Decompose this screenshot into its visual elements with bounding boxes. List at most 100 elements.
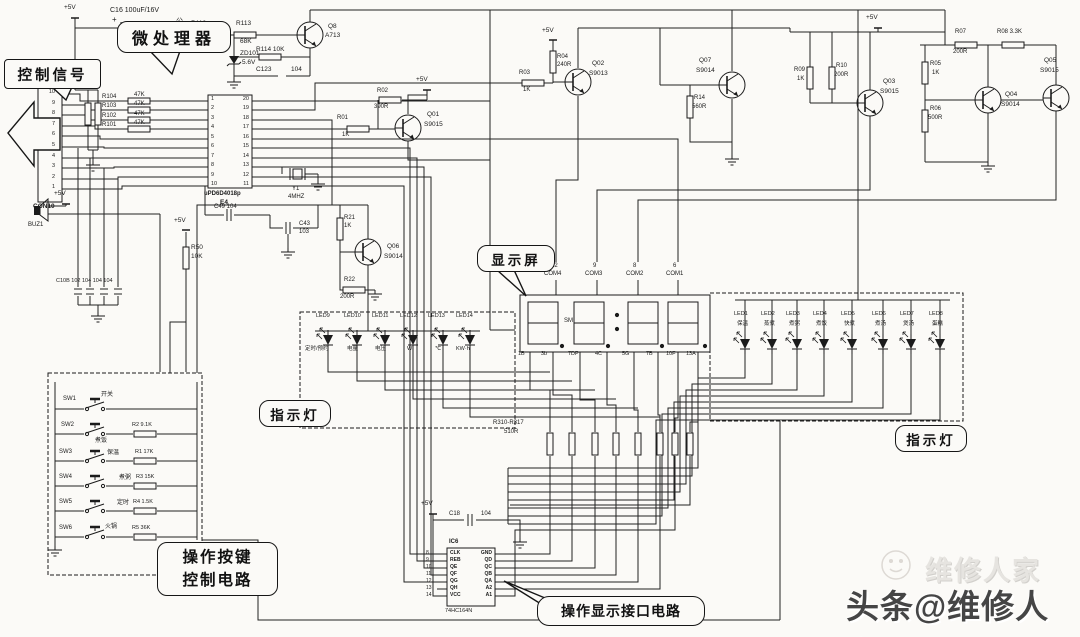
zd101-val: 5.6V xyxy=(242,59,256,66)
key-circuit-line2: 控制电路 xyxy=(182,572,253,589)
dashed-group-boxes xyxy=(47,292,964,576)
led-label-LED13: ℃ xyxy=(435,346,442,352)
display-body xyxy=(519,294,711,353)
con10-pin-1: 1 xyxy=(51,184,55,190)
switch-name-SW3: SW3 xyxy=(59,449,73,455)
ic6-pin-l-QF: QF xyxy=(450,571,457,577)
con10-pin-5: 5 xyxy=(51,142,55,148)
q07-val: S9014 xyxy=(696,67,715,74)
mcu-pin-l-9: 9 xyxy=(211,172,215,178)
ic6-pin-r-QC: QC xyxy=(484,564,493,570)
r01-val: 1K xyxy=(342,132,350,138)
q06-val: S9014 xyxy=(384,253,403,260)
key-circuit-callout: 操作按键 控制电路 xyxy=(157,542,278,596)
display-com-label-COM2: COM2 xyxy=(626,271,644,277)
r05-val: 1K xyxy=(932,70,940,76)
led-name-LED9: LED9 xyxy=(316,313,330,319)
display-tail xyxy=(495,269,527,297)
r14-val: 560R xyxy=(692,104,707,110)
display-com-label-COM1: COM1 xyxy=(666,271,684,277)
r101-val: 47K xyxy=(134,120,145,126)
con10-pin-8: 8 xyxy=(51,110,55,116)
con10-pin-10: 10 xyxy=(48,89,55,95)
mcu-pin-r-20: 20 xyxy=(242,96,249,102)
q03-name: Q03 xyxy=(883,78,896,85)
pwr-label-1: +5V xyxy=(64,4,76,11)
watermark-smiley-icon xyxy=(881,550,911,580)
indicator-left-label: 指示灯 xyxy=(270,407,320,423)
ic6-pin-r-A1: A1 xyxy=(485,592,492,598)
mcu-pin-l-1: 1 xyxy=(211,96,215,102)
ic6-pin-r-GND: GND xyxy=(480,550,492,556)
r09-val: 1K xyxy=(797,76,805,82)
microprocessor-callout: 微处理器 xyxy=(117,21,231,53)
q04-val: S9014 xyxy=(1001,101,1020,108)
r101-name: R101 xyxy=(102,122,117,128)
shift-register-body xyxy=(446,547,496,607)
mcu-body xyxy=(207,94,253,189)
switch-name-SW4: SW4 xyxy=(59,474,73,480)
interface-circuit-label: 操作显示接口电路 xyxy=(561,603,681,619)
c16-plus: + xyxy=(112,15,117,24)
r01-name: R01 xyxy=(337,115,349,121)
mcu-pin-l-6: 6 xyxy=(211,143,215,149)
display-com-pin-COM1: 6 xyxy=(673,263,677,269)
con10-pin-2: 2 xyxy=(51,174,55,180)
c18-val: 104 xyxy=(481,511,492,517)
q06-name: Q06 xyxy=(387,243,400,250)
r02-val: 390R xyxy=(374,104,389,110)
transistors xyxy=(296,21,1070,266)
ic6-pin-l-QE: QE xyxy=(450,564,458,570)
led-name-LED6: LED6 xyxy=(872,311,886,317)
mcu-pin-l-2: 2 xyxy=(211,105,215,111)
q05-val: S9015 xyxy=(1040,67,1059,74)
c18-name: C18 xyxy=(449,511,461,517)
c16-label: C16 100uF/16V xyxy=(110,7,160,14)
r50-val: 10K xyxy=(191,253,203,260)
r05-name: R05 xyxy=(930,61,942,67)
mcu-pin-r-17: 17 xyxy=(242,124,249,130)
r08-label: R08 3.3K xyxy=(997,29,1023,35)
q07-name: Q07 xyxy=(699,57,712,64)
r113-val: 68K xyxy=(240,38,252,45)
q8-name: Q8 xyxy=(328,23,337,30)
r10-val: 200R xyxy=(834,72,849,78)
indicator-left-callout: 指示灯 xyxy=(259,400,331,427)
watermark-ghost: 维修人家 xyxy=(925,556,1041,586)
mcu-pin-l-5: 5 xyxy=(211,134,215,140)
led-name-LED1: LED1 xyxy=(734,311,748,317)
led-name-LED4: LED4 xyxy=(813,311,827,317)
display-seg-pin-1: 3b xyxy=(541,351,548,357)
switch-label-SW2: 煮饭 xyxy=(95,438,108,444)
switch-label-SW4: 煮粥 xyxy=(119,475,132,481)
switch-label-SW3: 保温 xyxy=(107,450,120,456)
grounds xyxy=(47,57,996,557)
c49-label: C49 104 xyxy=(214,204,237,210)
r104-val: 47K xyxy=(134,92,145,98)
display-inner-text: SM xyxy=(564,318,573,324)
r03-val: 1K xyxy=(523,87,531,93)
mcu-pin-r-12: 12 xyxy=(242,172,249,178)
mcu-ref: E4 xyxy=(220,199,228,206)
buz1-label: BUZ1 xyxy=(28,222,44,228)
display-seg-pin-3: 4C xyxy=(595,351,603,357)
r104-name: R104 xyxy=(102,94,117,100)
ic6-ref: IC6 xyxy=(449,539,459,545)
r50-name: R50 xyxy=(191,244,203,251)
ic6-pin-r-QB: QB xyxy=(484,571,493,577)
display-com-label-COM4: COM4 xyxy=(544,271,562,277)
led-label-LED3: 煮粥 xyxy=(789,321,801,327)
q01-val: S9015 xyxy=(424,121,443,128)
control-signal-arrow xyxy=(7,100,61,169)
microprocessor-label: 微处理器 xyxy=(131,31,216,48)
q01-name: Q01 xyxy=(427,111,440,118)
ic6-pin-num-12: 12 xyxy=(426,578,432,584)
resistors xyxy=(84,31,1025,541)
mcu-pin-r-11: 11 xyxy=(243,181,249,187)
con10-pin-4: 4 xyxy=(51,153,55,159)
display-seg-pin-6: 10F xyxy=(666,351,676,357)
pwr-label-7: +5V xyxy=(421,500,433,507)
r102-val: 47K xyxy=(134,111,145,117)
y1-val: 4MHZ xyxy=(288,194,305,200)
mcu-pin-r-14: 14 xyxy=(242,153,249,159)
